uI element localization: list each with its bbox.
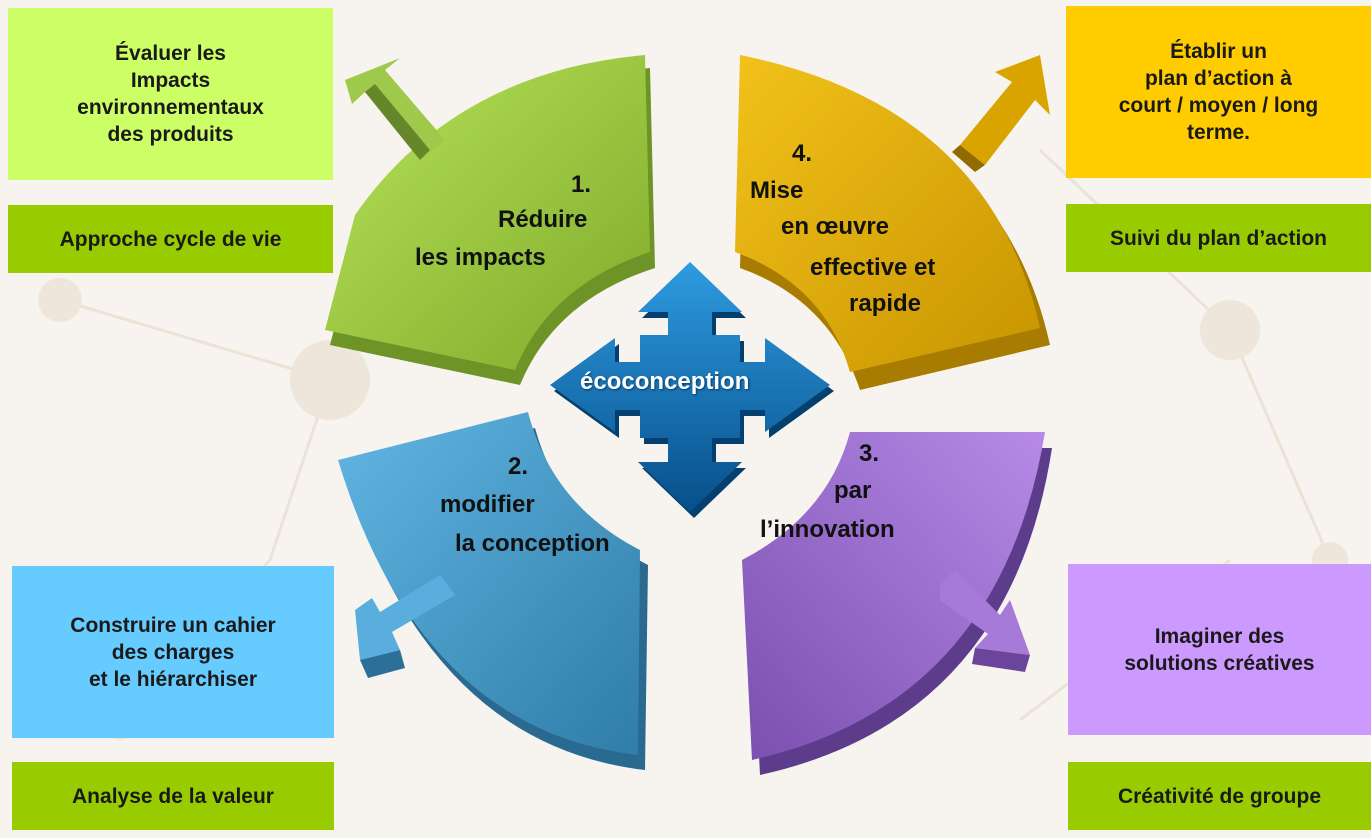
- box-lifecycle-approach: Approche cycle de vie: [8, 205, 333, 273]
- box-action-plan: Établir un plan d’action à court / moyen…: [1066, 6, 1371, 178]
- arrow-up-right-icon: [952, 55, 1050, 172]
- segment-4-number: 4.: [792, 140, 813, 167]
- segment-2-line-1: modifier: [440, 491, 535, 518]
- arrow-down-left-icon: [355, 575, 455, 678]
- center-label: écoconception: [580, 368, 750, 395]
- box-specifications: Construire un cahier des charges et le h…: [12, 566, 334, 738]
- segment-4-line-4: rapide: [849, 290, 922, 317]
- box-creative-solutions: Imaginer des solutions créatives: [1068, 564, 1371, 735]
- box-group-creativity: Créativité de groupe: [1068, 762, 1371, 830]
- segment-4-line-3: effective et: [810, 254, 936, 281]
- arrow-down-right-icon: [940, 570, 1030, 672]
- segment-3-number: 3.: [859, 440, 880, 467]
- arrow-up-left-icon: [345, 58, 445, 160]
- box-action-plan-follow-up: Suivi du plan d’action: [1066, 204, 1371, 272]
- segment-2-shape: [338, 412, 648, 770]
- segment-1-line-2: les impacts: [415, 244, 546, 271]
- segment-1-shape: [325, 55, 655, 385]
- segment-3-line-2: l’innovation: [760, 516, 895, 543]
- box-evaluate-impacts: Évaluer les Impacts environnementaux des…: [8, 8, 333, 180]
- segment-1-number: 1.: [571, 171, 592, 198]
- segment-1-line-1: Réduire: [498, 206, 588, 233]
- segment-2-line-2: la conception: [455, 530, 610, 557]
- center-arrow-shape: [550, 262, 834, 518]
- segment-3-shape: [742, 432, 1052, 775]
- segment-3-line-1: par: [834, 477, 872, 504]
- segment-4-line-1: Mise: [750, 177, 804, 204]
- segment-4-line-2: en œuvre: [781, 213, 890, 240]
- segment-4-shape: [735, 55, 1050, 390]
- segment-2-number: 2.: [508, 453, 529, 480]
- box-value-analysis: Analyse de la valeur: [12, 762, 334, 830]
